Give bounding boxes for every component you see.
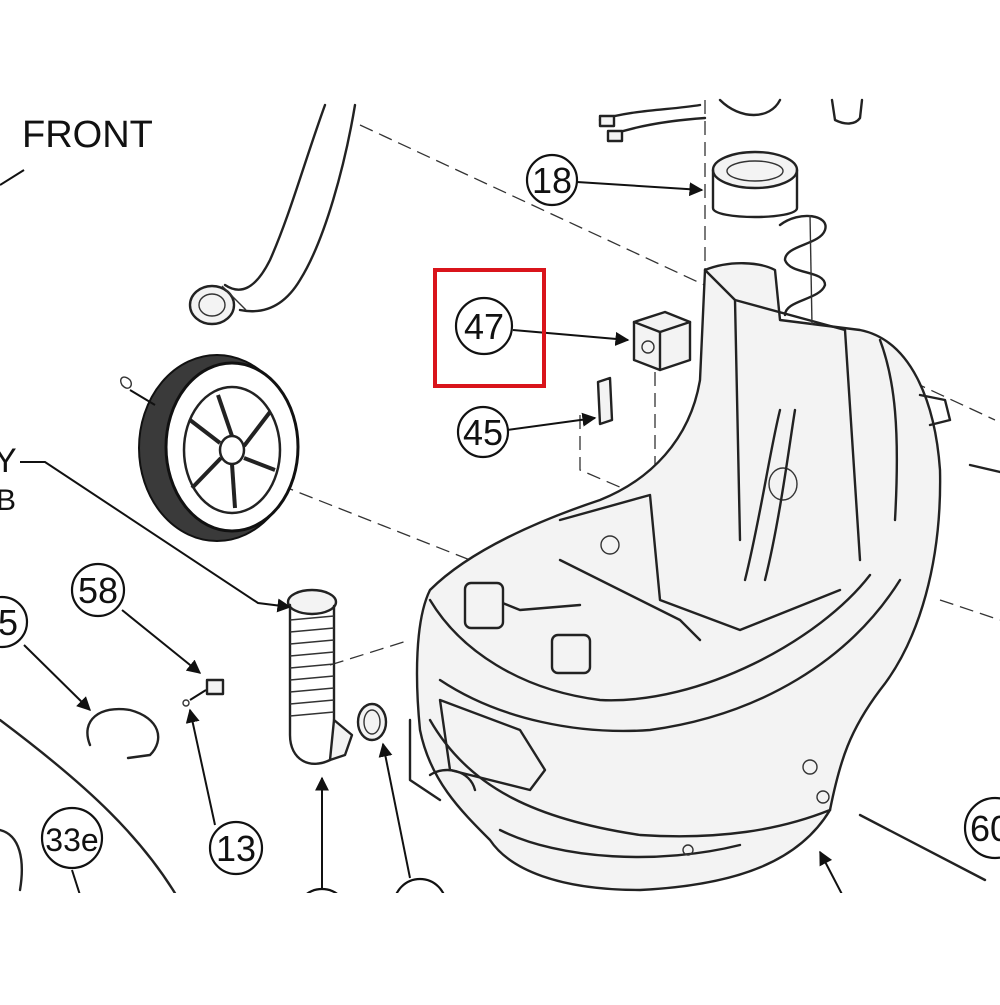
- leader-lines: [20, 181, 846, 901]
- part-58-fitting: [182, 678, 225, 707]
- recovery-tank-base: [408, 262, 952, 892]
- highlight-box: [433, 268, 546, 388]
- bottom-margin: [0, 893, 1000, 1000]
- upper-hose: [188, 103, 357, 326]
- top-wiring-parts: [598, 98, 864, 143]
- part-18-ring: [711, 150, 799, 219]
- drain-hose: [286, 588, 354, 765]
- callout-60-label: 60: [970, 808, 1000, 849]
- callout-15: 15: [0, 595, 29, 649]
- part-45-clip: [596, 376, 614, 426]
- front-label: FRONT: [22, 114, 153, 156]
- edge-text-y: Y: [0, 442, 17, 480]
- callout-13: 13: [208, 820, 264, 876]
- callout-18: 18: [525, 153, 579, 207]
- callout-33e-label: 33e: [45, 822, 98, 858]
- base-arc: [0, 718, 192, 922]
- callout-58-label: 58: [78, 570, 118, 611]
- callout-33e: 33e: [40, 806, 104, 870]
- edge-text-b: B: [0, 484, 16, 517]
- wheel: [120, 354, 300, 542]
- callout-18-label: 18: [532, 160, 572, 201]
- right-rod: [858, 463, 1000, 882]
- callout-60: 60: [963, 796, 1000, 860]
- callout-45: 45: [456, 405, 510, 459]
- callout-13-label: 13: [216, 828, 256, 869]
- callout-47-label: 47: [464, 306, 504, 347]
- hose-clamp: [356, 702, 388, 742]
- spring: [778, 214, 827, 326]
- part-47-block: [632, 310, 692, 372]
- callout-47: 47: [454, 296, 514, 356]
- callout-58: 58: [70, 562, 126, 618]
- retaining-ring: [86, 707, 160, 760]
- callout-45-label: 45: [463, 412, 503, 453]
- callout-15-label: 15: [0, 602, 18, 643]
- front-pointer: [0, 169, 25, 186]
